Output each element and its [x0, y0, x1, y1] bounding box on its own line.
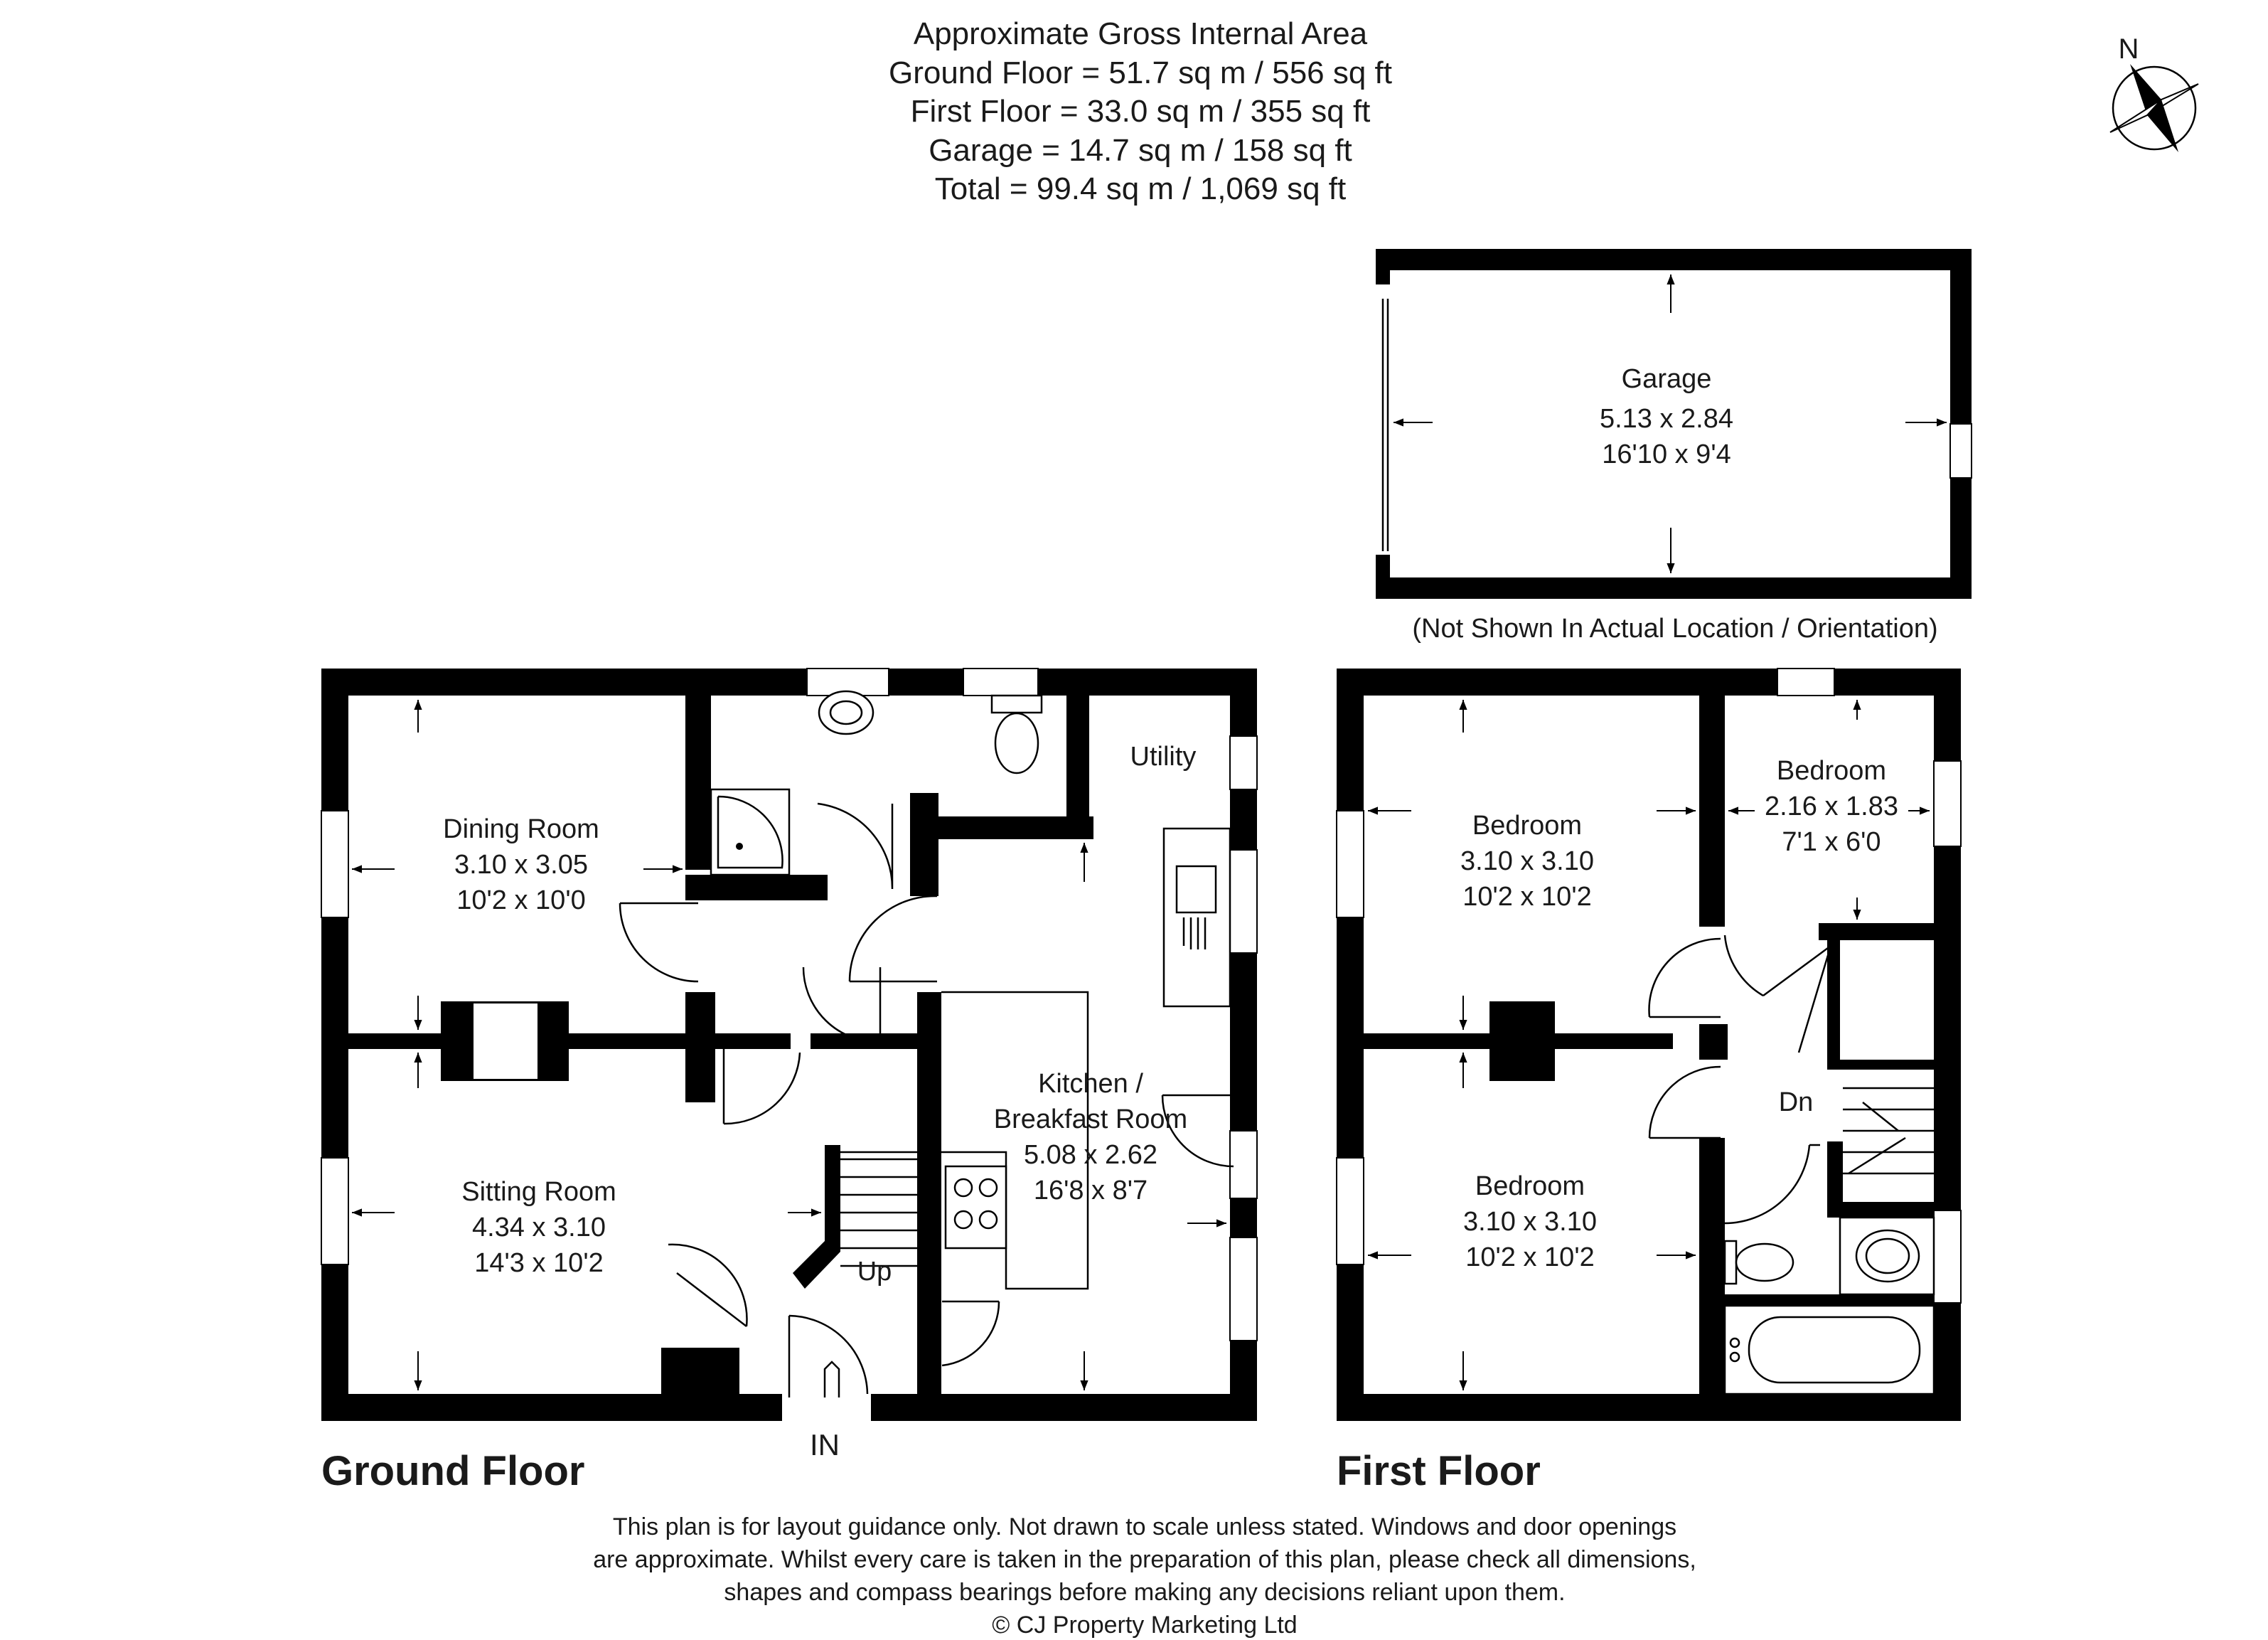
- bedroom-2-imperial: 7'1 x 6'0: [1782, 827, 1881, 857]
- garage-imperial: 16'10 x 9'4: [1602, 440, 1731, 469]
- utility-name: Utility: [1130, 742, 1197, 772]
- bedroom-1-metric: 3.10 x 3.10: [1460, 846, 1594, 876]
- first-floor-label: First Floor: [1337, 1448, 1541, 1494]
- kitchen-imperial: 16'8 x 8'7: [1034, 1176, 1148, 1205]
- area-title: Approximate Gross Internal Area: [914, 16, 1368, 51]
- bedroom-2-metric: 2.16 x 1.83: [1765, 792, 1898, 821]
- bedroom-3-metric: 3.10 x 3.10: [1463, 1207, 1597, 1237]
- bedroom-3-imperial: 10'2 x 10'2: [1465, 1242, 1594, 1272]
- entrance-label: IN: [810, 1428, 840, 1461]
- bedroom-3-name: Bedroom: [1475, 1171, 1585, 1201]
- compass-star-icon: N: [2109, 33, 2199, 152]
- kitchen-name-line2: Breakfast Room: [994, 1104, 1187, 1134]
- garage-name: Garage: [1622, 364, 1712, 394]
- area-garage: Garage = 14.7 sq m / 158 sq ft: [929, 133, 1352, 168]
- disclaimer-line-2: are approximate. Whilst every care is ta…: [593, 1546, 1696, 1573]
- garage-plan: Garage 5.13 x 2.84 16'10 x 9'4 (Not Show…: [1376, 249, 1972, 644]
- garage-location-note: (Not Shown In Actual Location / Orientat…: [1412, 614, 1937, 644]
- ground-floor-label: Ground Floor: [321, 1448, 585, 1494]
- area-ground-floor: Ground Floor = 51.7 sq m / 556 sq ft: [889, 55, 1392, 90]
- sitting-room-imperial: 14'3 x 10'2: [474, 1248, 603, 1278]
- bedroom-1-name: Bedroom: [1472, 811, 1582, 841]
- first-floor-plan: Bedroom 3.10 x 3.10 10'2 x 10'2 Bedroom …: [1336, 668, 1962, 1494]
- dining-room-name: Dining Room: [443, 814, 599, 844]
- kitchen-name-line1: Kitchen /: [1038, 1069, 1143, 1099]
- area-summary: Approximate Gross Internal Area Ground F…: [889, 16, 1392, 206]
- dining-room-metric: 3.10 x 3.05: [454, 850, 588, 880]
- disclaimer-line-1: This plan is for layout guidance only. N…: [613, 1513, 1676, 1540]
- kitchen-metric: 5.08 x 2.62: [1024, 1140, 1157, 1170]
- sitting-room-metric: 4.34 x 3.10: [472, 1213, 606, 1242]
- stairs-down-label: Dn: [1779, 1087, 1814, 1117]
- area-total: Total = 99.4 sq m / 1,069 sq ft: [935, 171, 1346, 206]
- ground-floor-plan: Dining Room 3.10 x 3.05 10'2 x 10'0 Sitt…: [321, 668, 1258, 1494]
- compass-north-label: N: [2119, 33, 2139, 65]
- stairs-up-label: Up: [857, 1257, 892, 1287]
- garage-metric: 5.13 x 2.84: [1600, 404, 1733, 434]
- disclaimer: This plan is for layout guidance only. N…: [593, 1513, 1696, 1639]
- bedroom-1-imperial: 10'2 x 10'2: [1462, 882, 1591, 912]
- area-first-floor: First Floor = 33.0 sq m / 355 sq ft: [911, 94, 1371, 129]
- dining-room-imperial: 10'2 x 10'0: [456, 885, 585, 915]
- bedroom-2-name: Bedroom: [1777, 756, 1886, 786]
- copyright-line: © CJ Property Marketing Ltd: [992, 1612, 1297, 1639]
- sitting-room-name: Sitting Room: [461, 1177, 616, 1207]
- disclaimer-line-3: shapes and compass bearings before makin…: [724, 1579, 1565, 1606]
